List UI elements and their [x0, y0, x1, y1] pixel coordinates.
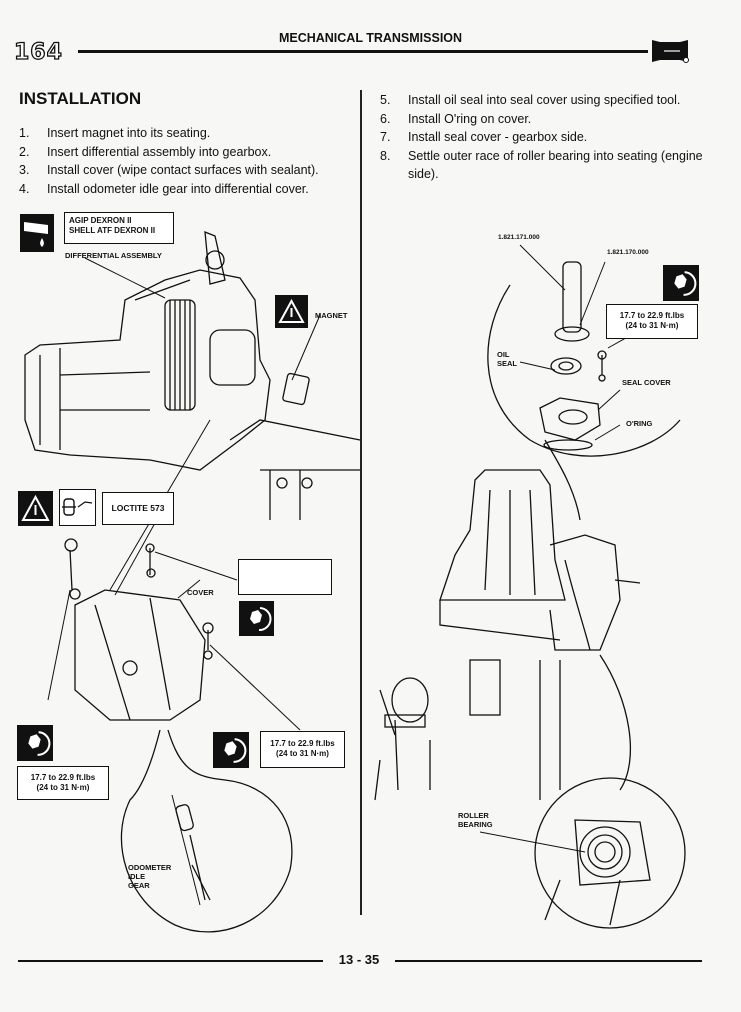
torque-spec-box: 17.7 to 22.9 ft.lbs (24 to 31 N·m) — [606, 304, 698, 339]
gearbox-on-stand-drawing — [374, 469, 641, 801]
step-item: 8. Settle outer race of roller bearing in… — [380, 147, 710, 184]
model-logo: 164 — [13, 39, 63, 65]
seal-cover-label: SEAL COVER — [622, 378, 671, 387]
torque-wrench-icon — [663, 265, 699, 301]
torque-wrench-icon — [213, 732, 249, 768]
step-text: Install seal cover - gearbox side. — [408, 130, 588, 144]
odometer-idle-gear-label: ODOMETER IDLE GEAR — [128, 863, 171, 890]
roller-bearing-label: ROLLER BEARING — [458, 811, 493, 829]
oil-seal-label: OIL SEAL — [497, 350, 517, 368]
installation-heading: INSTALLATION — [19, 89, 142, 108]
oring-label: O'RING — [626, 419, 653, 428]
step-item: 1. Insert magnet into its seating. — [19, 124, 359, 143]
label-line: BEARING — [458, 820, 493, 829]
torque-spec-box: 17.7 to 22.9 ft.lbs (24 to 31 N·m) — [260, 731, 345, 768]
label-line: SEAL — [497, 359, 518, 368]
lubricant-name: SHELL ATF DEXRON II — [69, 226, 156, 235]
step-number: 2. — [19, 144, 30, 159]
torque-spec-box: 17.7 to 22.9 ft.lbs (24 to 31 N·m) — [17, 766, 109, 800]
step-number: 1. — [19, 126, 30, 140]
sealant-box: LOCTITE 573 — [102, 492, 174, 525]
seal-assembly-drawing — [487, 244, 681, 521]
label-line: ODOMETER — [128, 863, 172, 872]
step-number: 3. — [19, 163, 30, 177]
torque-wrench-icon — [239, 601, 274, 636]
step-item: 3. Install cover (wipe contact surfaces w… — [19, 161, 359, 180]
footer-rule-left — [18, 960, 323, 962]
label-line: OIL — [497, 350, 510, 359]
cover-label: COVER — [187, 588, 214, 597]
steps-list-left: 1. Insert magnet into its seating. 2. Inse… — [19, 124, 359, 198]
step-item: 7. Install seal cover - gearbox side. — [380, 128, 710, 147]
steps-list-right: 5. Install oil seal into seal cover using… — [380, 91, 710, 184]
torque-ftlbs: 17.7 to 22.9 ft.lbs — [619, 311, 685, 320]
step-item: 6. Install O'ring on cover. — [380, 110, 710, 129]
step-number: 4. — [19, 181, 30, 196]
step-text: Install odometer idle gear into differen… — [47, 181, 309, 196]
footer-rule-right — [395, 960, 702, 962]
step-text: Install cover (wipe contact surfaces wit… — [47, 163, 319, 177]
section-title: MECHANICAL TRANSMISSION — [278, 31, 463, 45]
torque-ftlbs: 17.7 to 22.9 ft.lbs — [270, 739, 335, 748]
page-number: 13 - 35 — [338, 952, 380, 967]
blank-callout-box — [238, 559, 332, 595]
step-text: Install O'ring on cover. — [408, 111, 532, 126]
step-number: 8. — [380, 148, 391, 163]
lubricant-box: AGIP DEXRON II SHELL ATF DEXRON II — [64, 212, 174, 244]
column-divider — [360, 90, 362, 915]
odometer-gear-drawing — [120, 729, 293, 933]
step-text: Install oil seal into seal cover using s… — [408, 93, 681, 107]
label-line: IDLE — [128, 872, 146, 881]
step-number: 5. — [380, 93, 391, 107]
gearbox-housing-drawing — [24, 231, 361, 520]
torque-wrench-icon — [17, 725, 53, 761]
torque-nm: (24 to 31 N·m) — [625, 321, 679, 330]
oil-can-icon — [20, 214, 54, 252]
transmission-icon — [652, 40, 689, 63]
torque-ftlbs: 17.7 to 22.9 ft.lbs — [30, 773, 96, 782]
differential-assembly-label: DIFFERENTIAL ASSEMBLY — [65, 251, 162, 260]
step-item: 5. Install oil seal into seal cover using… — [380, 91, 710, 110]
warning-triangle-icon — [275, 295, 308, 328]
sealant-tube-icon — [59, 489, 96, 526]
torque-nm: (24 to 31 N·m) — [36, 783, 90, 792]
label-line: GEAR — [128, 881, 150, 890]
step-text: Settle outer race of roller bearing into… — [408, 148, 703, 182]
roller-bearing-drawing — [479, 654, 686, 929]
tool-number-label: 1.821.170.000 — [607, 249, 649, 256]
tool-number-label: 1.821.171.000 — [498, 234, 540, 241]
step-item: 2. Insert differential assembly into gear… — [19, 143, 359, 162]
step-item: 4. Install odometer idle gear into differ… — [19, 180, 359, 199]
label-line: ROLLER — [458, 811, 489, 820]
step-number: 7. — [380, 130, 391, 144]
torque-nm: (24 to 31 N·m) — [276, 749, 329, 758]
step-text: Insert differential assembly into gearbo… — [47, 144, 272, 159]
magnet-label: MAGNET — [315, 311, 348, 320]
step-text: Insert magnet into its seating. — [47, 126, 211, 140]
warning-triangle-icon — [18, 491, 53, 526]
lubricant-name: AGIP DEXRON II — [69, 216, 132, 225]
step-number: 6. — [380, 111, 391, 126]
header-rule — [78, 50, 648, 53]
